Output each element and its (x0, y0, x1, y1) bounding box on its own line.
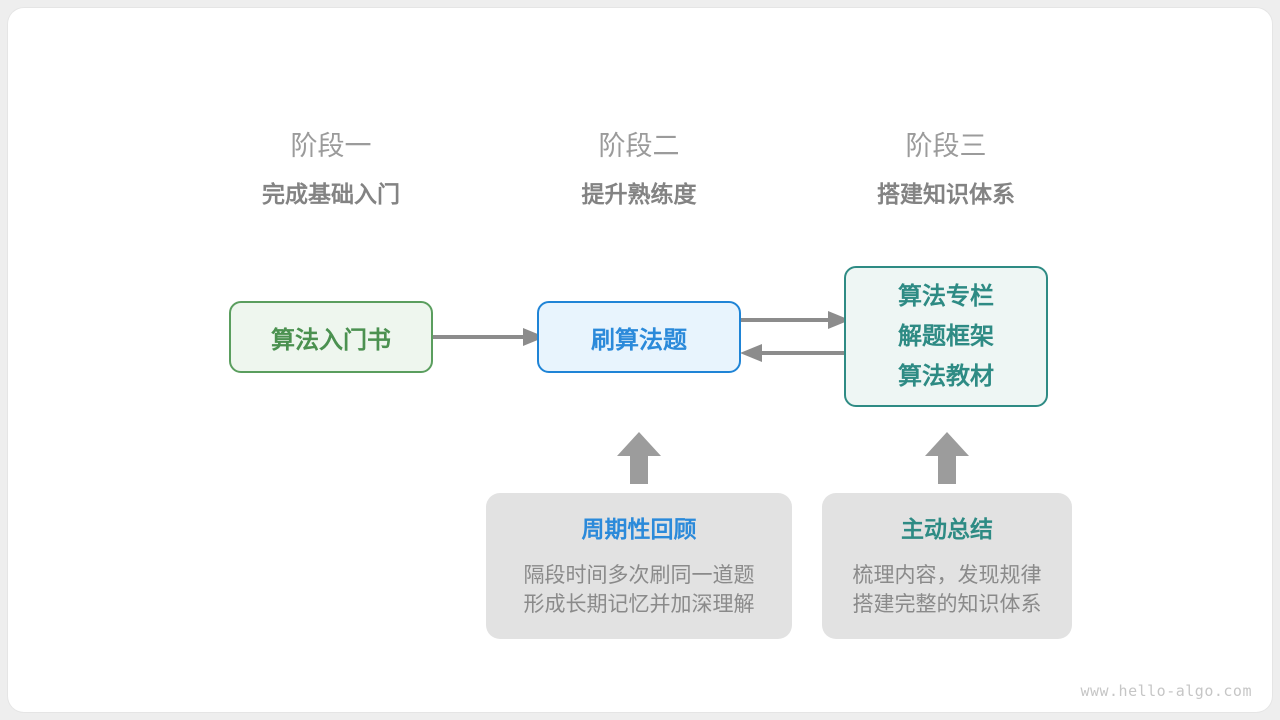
note-card-periodic-review-line-1: 隔段时间多次刷同一道题 (523, 564, 755, 587)
node-practice-problems[interactable]: 刷算法题 (537, 301, 741, 373)
note-card-periodic-review-body: 隔段时间多次刷同一道题 形成长期记忆并加深理解 (524, 561, 755, 619)
stage-column-3: 阶段三 搭建知识体系 (846, 126, 1046, 214)
stage-2-name: 阶段二 (598, 131, 680, 161)
note-card-periodic-review-line-2: 形成长期记忆并加深理解 (523, 593, 755, 616)
note-card-active-summary[interactable]: 主动总结 梳理内容，发现规律 搭建完整的知识体系 (822, 493, 1072, 639)
stage-column-1: 阶段一 完成基础入门 (231, 126, 431, 214)
note-card-active-summary-line-2: 搭建完整的知识体系 (852, 593, 1042, 616)
note-card-periodic-review[interactable]: 周期性回顾 隔段时间多次刷同一道题 形成长期记忆并加深理解 (486, 493, 792, 639)
node-algorithm-intro-book-label: 算法入门书 (271, 326, 391, 354)
note-card-active-summary-line-1: 梳理内容，发现规律 (852, 564, 1042, 587)
watermark: www.hello-algo.com (1080, 682, 1252, 700)
note-card-active-summary-title: 主动总结 (901, 516, 993, 542)
node-learning-resources-line-3: 算法教材 (898, 362, 994, 390)
stage-1-goal: 完成基础入门 (262, 181, 400, 207)
stage-3-name: 阶段三 (905, 131, 987, 161)
stage-2-goal: 提升熟练度 (581, 181, 697, 207)
stage-1-name: 阶段一 (290, 131, 372, 161)
note-card-periodic-review-title: 周期性回顾 (581, 516, 697, 542)
note-card-active-summary-body: 梳理内容，发现规律 搭建完整的知识体系 (853, 561, 1042, 619)
stage-column-2: 阶段二 提升熟练度 (539, 126, 739, 214)
stage-3-goal: 搭建知识体系 (877, 181, 1015, 207)
node-learning-resources-line-1: 算法专栏 (898, 282, 994, 310)
node-algorithm-intro-book[interactable]: 算法入门书 (229, 301, 433, 373)
node-practice-problems-label: 刷算法题 (591, 326, 687, 354)
node-learning-resources[interactable]: 算法专栏 解题框架 算法教材 (844, 266, 1048, 407)
node-learning-resources-line-2: 解题框架 (898, 322, 994, 350)
